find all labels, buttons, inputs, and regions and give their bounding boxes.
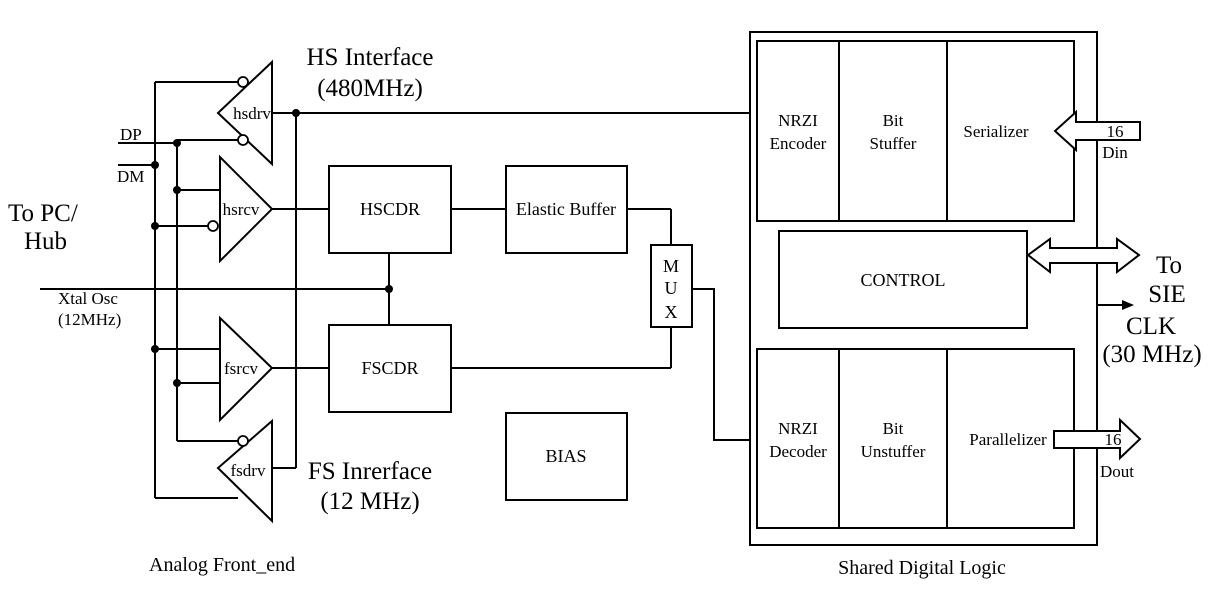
rx-path: NRZI Decoder Bit Unstuffer Parallelizer bbox=[756, 348, 1075, 529]
to-pc-label: To PC/ bbox=[8, 200, 78, 227]
block-control: CONTROL bbox=[778, 230, 1028, 329]
parallelizer-label: Parallelizer bbox=[969, 430, 1047, 449]
clk-label: CLK bbox=[1126, 313, 1176, 340]
sie-label: SIE bbox=[1148, 281, 1186, 308]
serializer-label: Serializer bbox=[963, 122, 1028, 141]
din-label: Din bbox=[1102, 143, 1128, 162]
xtal-osc-label: Xtal Osc bbox=[58, 289, 118, 308]
hscdr-label: HSCDR bbox=[360, 199, 420, 219]
tx-path: NRZI Encoder Bit Stuffer Serializer bbox=[756, 40, 1075, 222]
mux-letter-u: U bbox=[665, 278, 678, 298]
dp-label: DP bbox=[120, 125, 142, 144]
din-arrow-icon: 16 bbox=[1053, 109, 1141, 153]
fsrcv-label: fsrcv bbox=[224, 359, 258, 378]
bias-label: BIAS bbox=[545, 446, 586, 466]
bit-stuffer-line1: Bit bbox=[883, 111, 904, 130]
amp-hsrcv: hsrcv bbox=[207, 154, 274, 264]
nrzi-encoder-line1: NRZI bbox=[778, 111, 818, 130]
control-label: CONTROL bbox=[861, 270, 946, 290]
mux-letter-x: X bbox=[665, 302, 678, 322]
mux-letter-m: M bbox=[663, 256, 679, 276]
dout-label: Dout bbox=[1100, 462, 1134, 481]
hs-interface-title: HS Interface bbox=[306, 44, 433, 71]
hsdrv-label: hsdrv bbox=[233, 104, 271, 123]
dm-label: DM bbox=[117, 167, 144, 186]
din-width-label: 16 bbox=[1107, 122, 1124, 141]
block-bias: BIAS bbox=[505, 412, 628, 501]
amp-hsdrv: hsdrv bbox=[216, 59, 273, 167]
fs-interface-freq: (12 MHz) bbox=[320, 488, 419, 515]
fsdrv-label: fsdrv bbox=[231, 461, 266, 480]
block-mux: M U X bbox=[650, 244, 693, 328]
block-elastic-buffer: Elastic Buffer bbox=[505, 165, 628, 254]
to-label: To bbox=[1156, 252, 1182, 279]
bit-stuffer-line2: Stuffer bbox=[870, 134, 917, 153]
labels: HS Interface (480MHz) FS Inrerface (12 M… bbox=[8, 44, 1202, 579]
block-hscdr: HSCDR bbox=[328, 165, 452, 254]
sie-bidirectional-arrow-icon bbox=[1026, 237, 1141, 275]
hsrcv-label: hsrcv bbox=[223, 200, 260, 219]
nrzi-decoder-line2: Decoder bbox=[769, 442, 827, 461]
bit-unstuffer-line1: Bit bbox=[883, 419, 904, 438]
nrzi-decoder-line1: NRZI bbox=[778, 419, 818, 438]
hs-interface-freq: (480MHz) bbox=[317, 75, 423, 102]
amp-fsdrv: fsdrv bbox=[216, 418, 273, 524]
wires bbox=[40, 81, 1134, 499]
nrzi-encoder-line2: Encoder bbox=[770, 134, 827, 153]
analog-front-end-caption: Analog Front_end bbox=[149, 554, 295, 576]
fscdr-label: FSCDR bbox=[361, 358, 418, 378]
block-fscdr: FSCDR bbox=[328, 324, 452, 413]
hub-label: Hub bbox=[24, 228, 67, 255]
junction-dots bbox=[151, 109, 393, 387]
xtal-freq-label: (12MHz) bbox=[58, 310, 121, 329]
fs-interface-title: FS Inrerface bbox=[308, 458, 432, 485]
elastic-buffer-label: Elastic Buffer bbox=[516, 199, 616, 219]
shared-digital-logic-caption: Shared Digital Logic bbox=[838, 557, 1006, 579]
bit-unstuffer-line2: Unstuffer bbox=[861, 442, 926, 461]
amp-fsrcv: fsrcv bbox=[219, 315, 274, 423]
dout-arrow-icon: 16 bbox=[1053, 417, 1142, 461]
dout-width-label: 16 bbox=[1105, 430, 1122, 449]
clk-freq-label: (30 MHz) bbox=[1102, 341, 1201, 368]
